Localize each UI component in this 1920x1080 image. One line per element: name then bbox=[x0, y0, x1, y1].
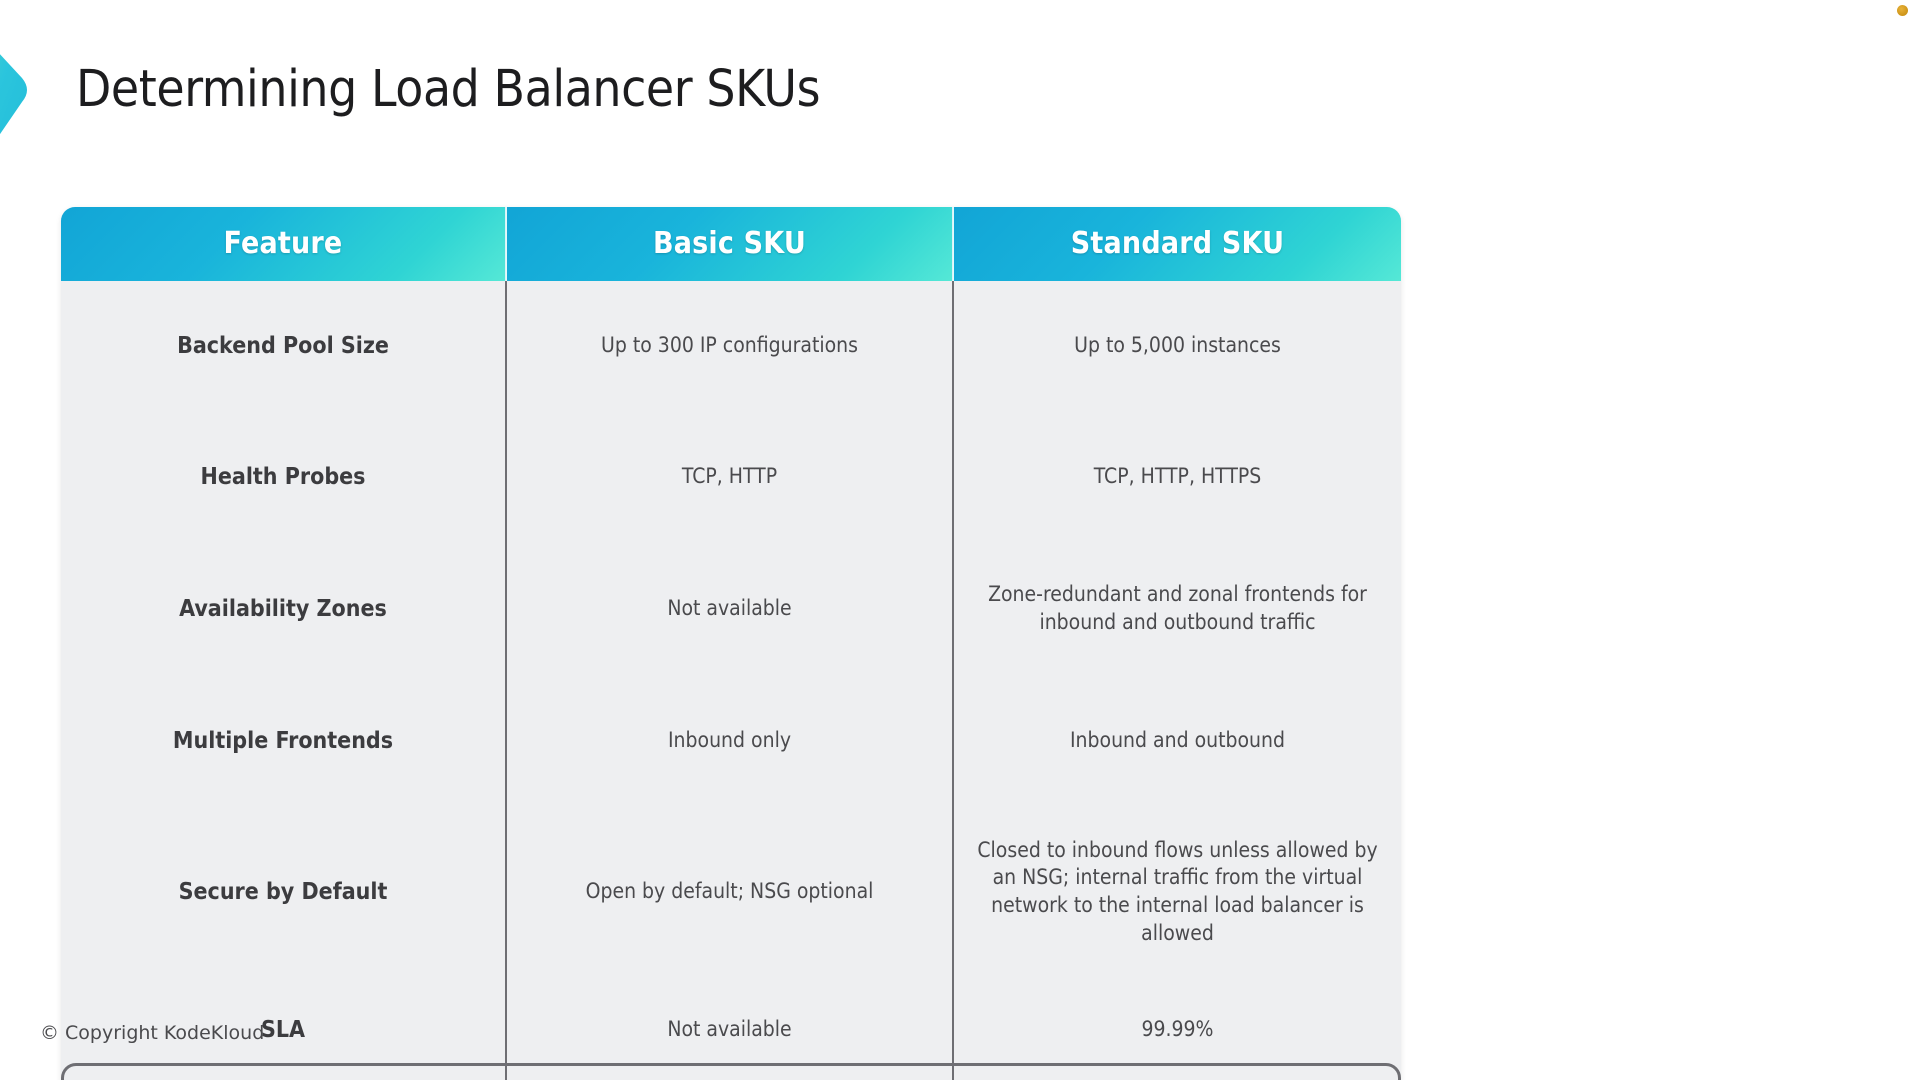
cell-standard: Closed to inbound flows unless allowed b… bbox=[952, 807, 1401, 977]
table-row: Multiple Frontends Inbound only Inbound … bbox=[61, 675, 1401, 807]
table-row: Availability Zones Not available Zone-re… bbox=[61, 543, 1401, 675]
column-header-standard: Standard SKU bbox=[952, 207, 1401, 281]
cell-standard: TCP, HTTP, HTTPS bbox=[952, 411, 1401, 543]
dot-icon bbox=[1897, 5, 1908, 16]
cell-feature: Multiple Frontends bbox=[61, 675, 506, 807]
cell-basic: Inbound only bbox=[505, 675, 953, 807]
cell-feature: Availability Zones bbox=[61, 543, 506, 675]
cell-basic: Not available bbox=[505, 543, 953, 675]
cell-basic: Not available bbox=[505, 977, 953, 1080]
cell-feature: Backend Pool Size bbox=[61, 281, 506, 411]
table-row: Backend Pool Size Up to 300 IP configura… bbox=[61, 281, 1401, 411]
copyright-footer: © Copyright KodeKloud bbox=[40, 1022, 265, 1044]
table-row: Secure by Default Open by default; NSG o… bbox=[61, 807, 1401, 977]
cell-basic: Open by default; NSG optional bbox=[505, 807, 953, 977]
cell-basic: Up to 300 IP configurations bbox=[505, 281, 953, 411]
table-header: Feature Basic SKU Standard SKU bbox=[61, 207, 1401, 281]
table-row: Health Probes TCP, HTTP TCP, HTTP, HTTPS bbox=[61, 411, 1401, 543]
cell-feature: SLA bbox=[61, 977, 506, 1080]
comparison-table-container: Feature Basic SKU Standard SKU Backend P… bbox=[61, 207, 1401, 1080]
cell-standard: Inbound and outbound bbox=[952, 675, 1401, 807]
cell-standard: 99.99% bbox=[952, 977, 1401, 1080]
chevron-right-icon bbox=[0, 22, 80, 177]
table-body: Backend Pool Size Up to 300 IP configura… bbox=[61, 281, 1401, 1080]
page-title: Determining Load Balancer SKUs bbox=[76, 60, 821, 119]
cell-feature: Health Probes bbox=[61, 411, 506, 543]
cell-feature: Secure by Default bbox=[61, 807, 506, 977]
cell-standard: Up to 5,000 instances bbox=[952, 281, 1401, 411]
cell-standard: Zone-redundant and zonal frontends for i… bbox=[952, 543, 1401, 675]
table-row-highlighted: SLA Not available 99.99% bbox=[61, 977, 1401, 1080]
column-header-feature: Feature bbox=[61, 207, 506, 281]
table-header-row: Feature Basic SKU Standard SKU bbox=[61, 207, 1401, 281]
cell-basic: TCP, HTTP bbox=[505, 411, 953, 543]
load-balancer-sku-table: Feature Basic SKU Standard SKU Backend P… bbox=[61, 207, 1401, 1080]
column-header-basic: Basic SKU bbox=[505, 207, 953, 281]
